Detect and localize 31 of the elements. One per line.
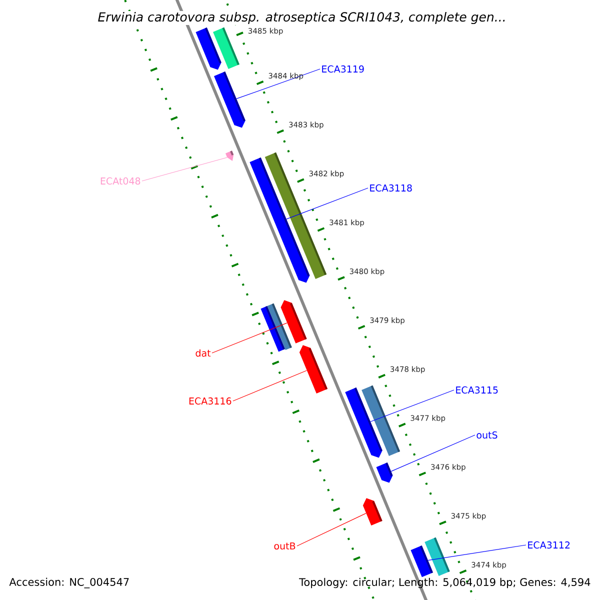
gene-block (362, 498, 382, 526)
gene-label: ECA3119 (322, 65, 364, 73)
title: Erwinia carotovora subsp. atroseptica SCRI1043, complete gen... (96, 10, 508, 26)
gene-block (299, 345, 328, 394)
gene-label: dat (196, 349, 211, 357)
gene-bar (264, 152, 327, 279)
leader-line (212, 322, 288, 354)
leader-line (296, 513, 366, 546)
gene-label: ECA3116 (189, 397, 232, 405)
gene-bar (424, 537, 450, 576)
gene-block (214, 72, 246, 128)
leader-line (232, 370, 308, 402)
gene-label: ECA3118 (370, 184, 412, 192)
footer-text: Accession: NC_004547 (9, 578, 129, 588)
gene-bar (213, 27, 240, 69)
gene-label: ECA3115 (456, 386, 498, 394)
leader-line (236, 68, 320, 99)
leader-line (390, 434, 476, 472)
gene-block (280, 300, 307, 344)
leader-line (142, 157, 228, 182)
footer-text: Topology: circular; Length: 5,064,019 bp; Genes: 4,594 (299, 578, 590, 588)
gene-label: ECA3112 (528, 541, 570, 549)
gene-block (376, 462, 393, 483)
leader-line (370, 390, 454, 422)
gene-label: outS (476, 431, 498, 439)
leader-line (428, 544, 526, 561)
gene-label: outB (274, 542, 296, 550)
gene-label: ECAt048 (100, 177, 140, 185)
gene-block (225, 150, 234, 162)
gene-bar (362, 385, 400, 456)
leader-line (286, 188, 368, 220)
